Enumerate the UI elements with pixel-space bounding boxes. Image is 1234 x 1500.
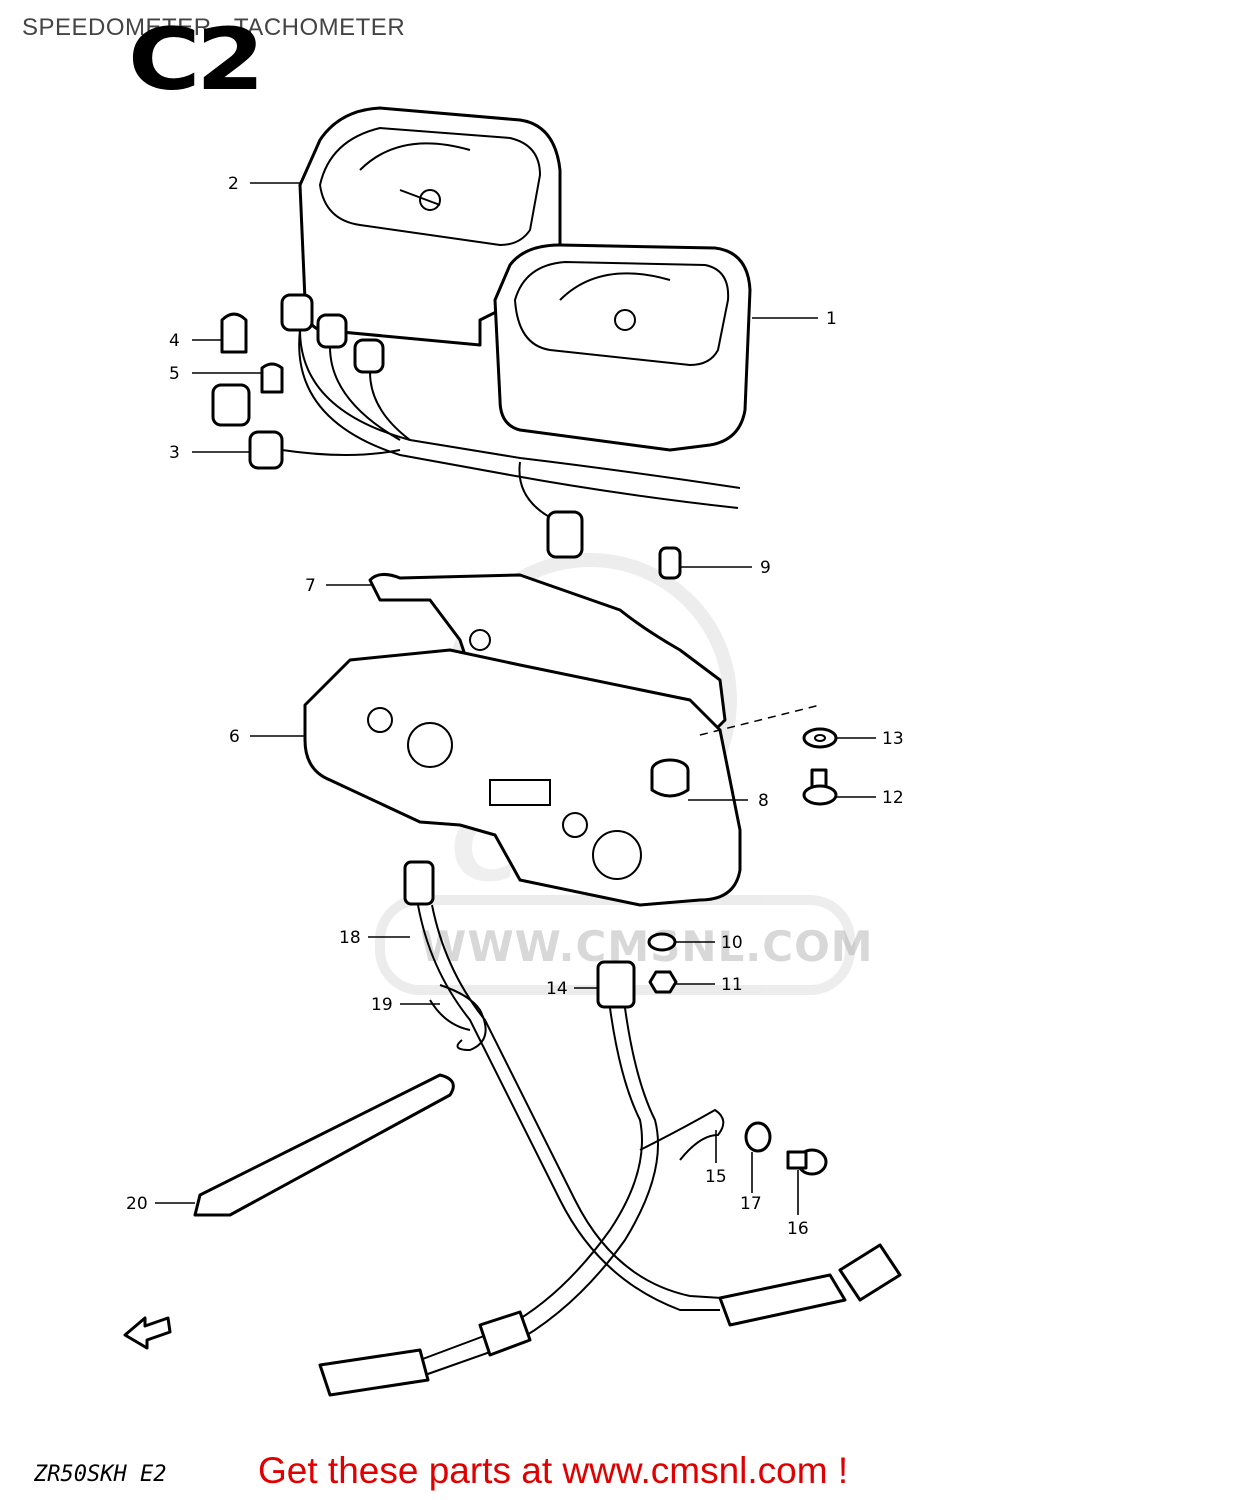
tachometer-part[interactable] (493, 243, 752, 452)
diagram-title: SPEEDOMETER - TACHOMETER (22, 14, 406, 41)
callout-15: 15 (705, 1167, 727, 1187)
callout-7: 7 (305, 576, 316, 596)
speedometer-cable-part[interactable] (403, 860, 902, 1327)
callout-16: 16 (787, 1219, 809, 1239)
section-code: C2 (128, 10, 265, 110)
strap-part[interactable] (193, 1073, 455, 1217)
nut-11-part[interactable] (648, 970, 678, 994)
bolt-12-part[interactable] (802, 768, 838, 806)
washer-17-part[interactable] (744, 1121, 772, 1153)
bulb-5-part[interactable] (260, 362, 284, 394)
model-code: ZR50SKH E2 (34, 1462, 167, 1487)
bulb-4-part[interactable] (220, 312, 248, 354)
callout-13: 13 (882, 729, 904, 749)
callout-11: 11 (721, 975, 743, 995)
callout-14: 14 (546, 979, 568, 999)
washer-10-part[interactable] (647, 932, 677, 952)
clamp-9-part[interactable] (658, 546, 682, 580)
callout-2: 2 (228, 174, 239, 194)
callout-10: 10 (721, 933, 743, 953)
wiring-harness-part[interactable] (211, 293, 741, 559)
callout-1: 1 (826, 309, 837, 329)
promo-link[interactable]: Get these parts at www.cmsnl.com ! (258, 1450, 849, 1491)
callout-17: 17 (740, 1194, 762, 1214)
callout-5: 5 (169, 364, 180, 384)
washer-13-part[interactable] (802, 727, 838, 749)
callout-4: 4 (169, 331, 180, 351)
callout-20: 20 (126, 1194, 148, 1214)
callout-leaders (155, 182, 876, 1215)
callout-9: 9 (760, 558, 771, 578)
callout-6: 6 (229, 727, 240, 747)
callout-12: 12 (882, 788, 904, 808)
cushion-part[interactable] (650, 758, 690, 798)
tachometer-cable-part[interactable] (318, 960, 659, 1397)
meter-case-part[interactable] (303, 648, 742, 907)
callout-8: 8 (758, 791, 769, 811)
watermark-text: WWW.CMSNL.COM (420, 922, 874, 971)
callout-numbers: 1 2 3 4 5 6 7 8 9 10 11 12 13 14 15 16 1… (126, 174, 904, 1239)
callout-3: 3 (169, 443, 180, 463)
bolt-16-part[interactable] (786, 1148, 828, 1176)
arrow-left-icon (123, 1316, 172, 1350)
callout-18: 18 (339, 928, 361, 948)
clamp-15-part[interactable] (639, 1108, 725, 1161)
speedometer-part[interactable] (298, 106, 562, 347)
callout-19: 19 (371, 995, 393, 1015)
